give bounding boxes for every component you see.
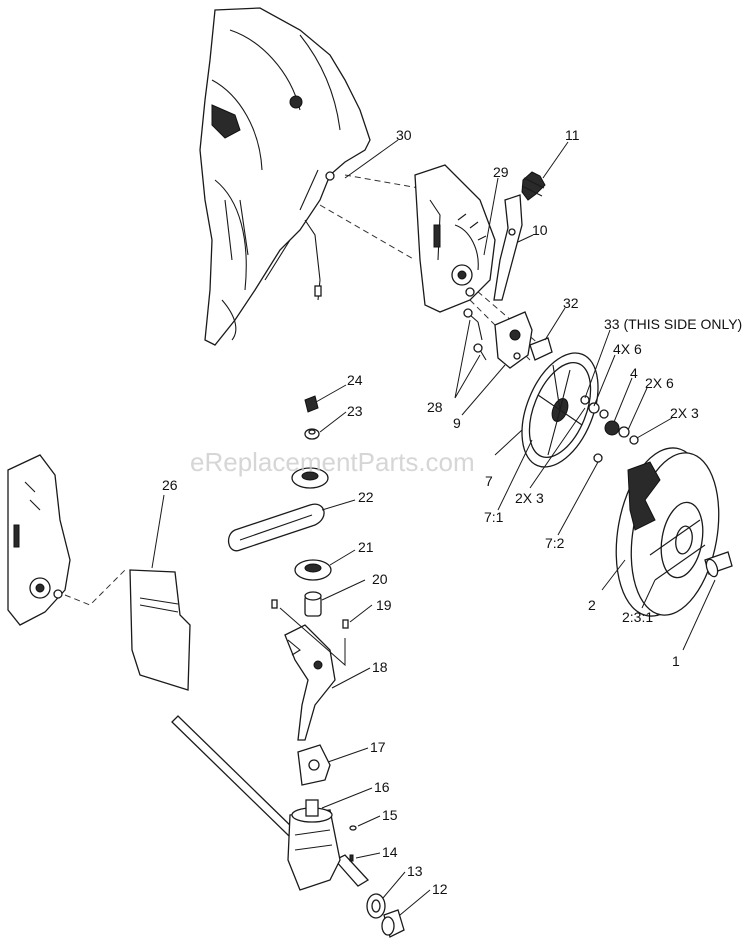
mounting-plate — [297, 744, 331, 786]
belt-drive-stack — [227, 395, 349, 629]
leader-lines — [151, 139, 716, 916]
callout-12: 12 — [432, 881, 448, 897]
callout-labels: 30 11 29 10 32 33 (THIS SIDE ONLY) 4X 6 … — [162, 127, 742, 897]
callout-23: 23 — [347, 403, 363, 419]
callout-13: 13 — [407, 863, 423, 879]
callout-2x3-mid: 2X 3 — [515, 490, 544, 506]
drive-gear — [521, 352, 599, 468]
callout-16: 16 — [374, 779, 390, 795]
callout-15: 15 — [382, 807, 398, 823]
bearing-pinion — [366, 893, 405, 938]
shield-plate — [129, 569, 191, 691]
callout-7-1: 7:1 — [484, 509, 504, 525]
callout-24: 24 — [347, 372, 363, 388]
callout-14: 14 — [382, 844, 398, 860]
callout-18: 18 — [372, 659, 388, 675]
callout-2: 2 — [588, 597, 596, 613]
callout-26: 26 — [162, 477, 178, 493]
callout-7: 7 — [485, 473, 493, 489]
callout-29: 29 — [493, 164, 509, 180]
bolts — [463, 308, 487, 361]
rear-wheel — [615, 447, 720, 617]
callout-7-2: 7:2 — [545, 535, 565, 551]
callout-4: 4 — [630, 365, 638, 381]
callout-10: 10 — [532, 222, 548, 238]
callout-20: 20 — [372, 571, 388, 587]
callout-4x6: 4X 6 — [613, 341, 642, 357]
callout-1: 1 — [672, 653, 680, 669]
washers-pawls — [580, 395, 639, 463]
callout-30: 30 — [396, 127, 412, 143]
wheel-bolt — [704, 551, 733, 578]
callout-21: 21 — [358, 539, 374, 555]
link-plate — [494, 311, 553, 369]
lever — [493, 194, 523, 301]
callout-2x3-right: 2X 3 — [670, 405, 699, 421]
callout-32: 32 — [563, 295, 579, 311]
transmission-bracket — [284, 624, 336, 741]
callout-33: 33 (THIS SIDE ONLY) — [604, 316, 742, 332]
callout-19: 19 — [376, 597, 392, 613]
callout-11: 11 — [565, 127, 580, 143]
callout-2x6: 2X 6 — [645, 375, 674, 391]
deck-housing — [199, 7, 371, 346]
watermark: eReplacementParts.com — [190, 447, 475, 477]
callout-2-3-1: 2:3:1 — [622, 609, 653, 625]
callout-28: 28 — [427, 399, 443, 415]
callout-22: 22 — [358, 489, 374, 505]
height-adjust-bracket — [414, 164, 496, 313]
roll-pins — [349, 825, 357, 862]
side-plate — [7, 454, 126, 626]
callout-17: 17 — [370, 739, 386, 755]
drive-shaft-transmission — [171, 715, 370, 891]
spring — [521, 171, 546, 201]
callout-9: 9 — [453, 415, 461, 431]
